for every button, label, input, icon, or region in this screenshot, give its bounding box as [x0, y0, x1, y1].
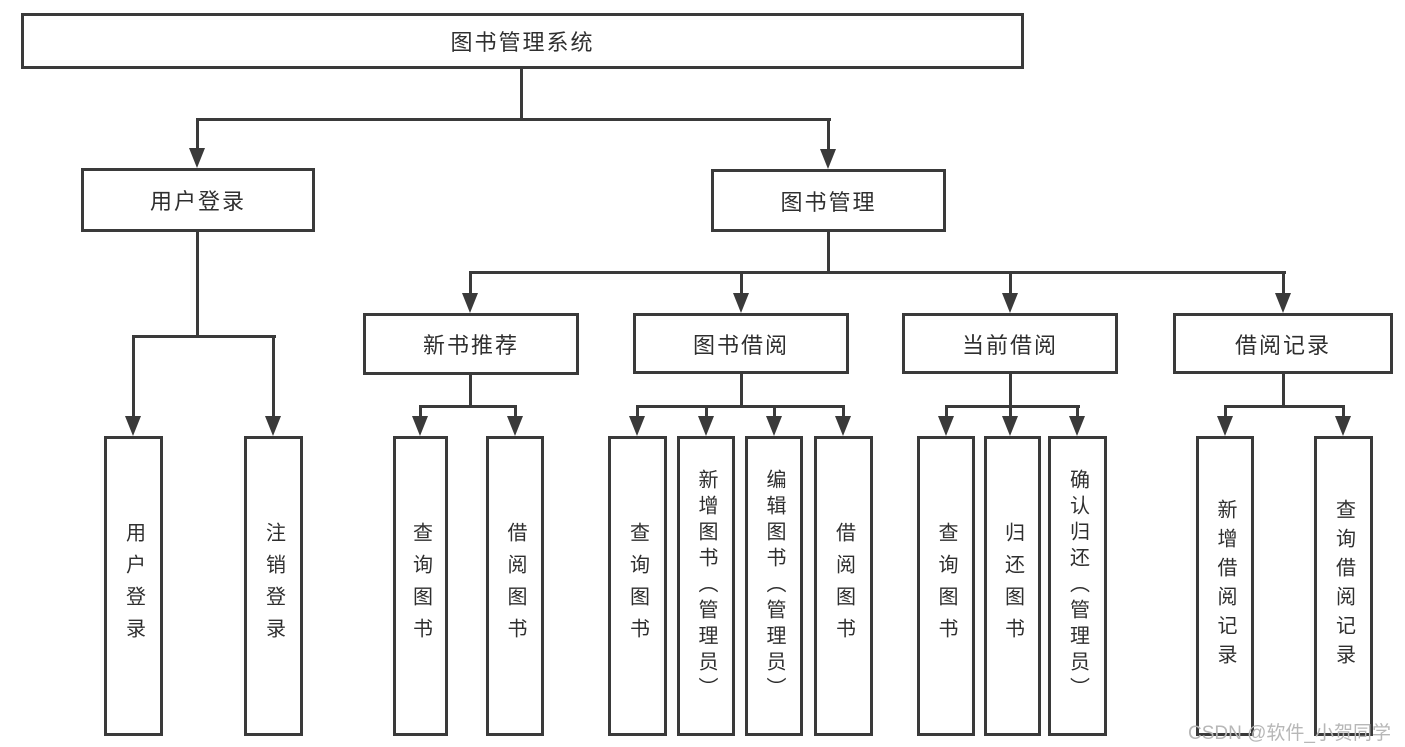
connector-line	[520, 69, 523, 121]
leaf-logout: 注销登录	[244, 436, 303, 736]
connector-line	[132, 335, 135, 418]
arrowhead-down-icon	[462, 293, 478, 313]
arrowhead-down-icon	[189, 148, 205, 168]
leaf-query-books-current: 查询图书	[917, 436, 975, 736]
arrowhead-down-icon	[1002, 293, 1018, 313]
connector-line	[196, 118, 831, 121]
connector-line	[1224, 405, 1345, 408]
connector-line	[842, 405, 845, 418]
connector-line	[1342, 405, 1345, 418]
leaf-label: 确认归还（管理员）	[1066, 469, 1089, 703]
connector-line	[419, 405, 422, 418]
arrowhead-down-icon	[766, 416, 782, 436]
connector-line	[1009, 374, 1012, 408]
leaf-edit-book-admin: 编辑图书（管理员）	[745, 436, 803, 736]
connector-line	[1009, 271, 1012, 295]
node-label: 图书借阅	[692, 332, 789, 358]
node-current-borrowing: 当前借阅	[902, 313, 1118, 374]
leaf-query-borrow-record: 查询借阅记录	[1314, 436, 1373, 736]
node-system-root: 图书管理系统	[21, 13, 1024, 69]
leaf-label: 编辑图书（管理员）	[763, 469, 785, 703]
arrowhead-down-icon	[412, 416, 428, 436]
arrowhead-down-icon	[1002, 416, 1018, 436]
watermark-text: CSDN @软件_小贺同学	[1188, 723, 1391, 744]
leaf-query-books-borrowing: 查询图书	[608, 436, 667, 736]
arrowhead-down-icon	[1335, 416, 1351, 436]
connector-line	[945, 405, 948, 418]
connector-line	[1009, 405, 1012, 418]
leaf-label: 借阅图书	[504, 522, 526, 650]
connector-line	[1224, 405, 1227, 418]
connector-line	[705, 405, 708, 418]
arrowhead-down-icon	[125, 416, 141, 436]
leaf-query-books-recommend: 查询图书	[393, 436, 448, 736]
leaf-borrow-books: 借阅图书	[814, 436, 873, 736]
leaf-label: 借阅图书	[832, 522, 855, 650]
node-label: 借阅记录	[1234, 332, 1331, 358]
leaf-add-borrow-record: 新增借阅记录	[1196, 436, 1254, 736]
node-user-login: 用户登录	[81, 168, 315, 232]
connector-line	[945, 405, 1080, 408]
connector-line	[1282, 374, 1285, 408]
leaf-label: 查询借阅记录	[1332, 499, 1355, 673]
connector-line	[419, 405, 517, 408]
node-label: 新书推荐	[422, 333, 519, 358]
node-label: 用户登录	[149, 189, 246, 214]
arrowhead-down-icon	[265, 416, 281, 436]
node-label: 图书管理系统	[450, 30, 595, 55]
leaf-confirm-return-admin: 确认归还（管理员）	[1048, 436, 1107, 736]
arrowhead-down-icon	[1275, 293, 1291, 313]
connector-line	[272, 335, 275, 418]
connector-line	[636, 405, 639, 418]
arrowhead-down-icon	[507, 416, 523, 436]
connector-line	[636, 405, 845, 408]
leaf-borrow-books-recommend: 借阅图书	[486, 436, 544, 736]
node-new-book-recommend: 新书推荐	[363, 313, 579, 375]
connector-line	[773, 405, 776, 418]
arrowhead-down-icon	[835, 416, 851, 436]
arrowhead-down-icon	[733, 293, 749, 313]
arrowhead-down-icon	[629, 416, 645, 436]
connector-line	[196, 232, 199, 338]
arrowhead-down-icon	[1217, 416, 1233, 436]
connector-line	[827, 118, 830, 151]
arrowhead-down-icon	[1069, 416, 1085, 436]
leaf-label: 查询图书	[626, 522, 649, 650]
connector-line	[1282, 271, 1285, 295]
connector-line	[1076, 405, 1079, 418]
leaf-label: 新增图书（管理员）	[695, 469, 717, 703]
connector-line	[514, 405, 517, 418]
node-label: 当前借阅	[961, 332, 1058, 358]
connector-line	[132, 335, 276, 338]
leaf-label: 归还图书	[1001, 522, 1024, 650]
leaf-add-book-admin: 新增图书（管理员）	[677, 436, 735, 736]
leaf-label: 查询图书	[935, 522, 957, 650]
connector-line	[740, 271, 743, 295]
arrowhead-down-icon	[820, 149, 836, 169]
node-book-management: 图书管理	[711, 169, 946, 232]
arrowhead-down-icon	[938, 416, 954, 436]
connector-line	[196, 118, 199, 150]
arrowhead-down-icon	[698, 416, 714, 436]
node-label: 图书管理	[780, 189, 877, 215]
node-borrowing-records: 借阅记录	[1173, 313, 1393, 374]
leaf-label: 注销登录	[262, 522, 285, 650]
connector-line	[827, 232, 830, 274]
leaf-label: 新增借阅记录	[1214, 499, 1236, 673]
leaf-user-login: 用户登录	[104, 436, 163, 736]
leaf-label: 用户登录	[122, 522, 145, 650]
node-book-borrowing: 图书借阅	[633, 313, 849, 374]
connector-line	[469, 271, 1286, 274]
connector-line	[469, 375, 472, 408]
connector-line	[740, 374, 743, 408]
leaf-label: 查询图书	[409, 522, 432, 650]
connector-line	[469, 271, 472, 295]
leaf-return-book: 归还图书	[984, 436, 1041, 736]
